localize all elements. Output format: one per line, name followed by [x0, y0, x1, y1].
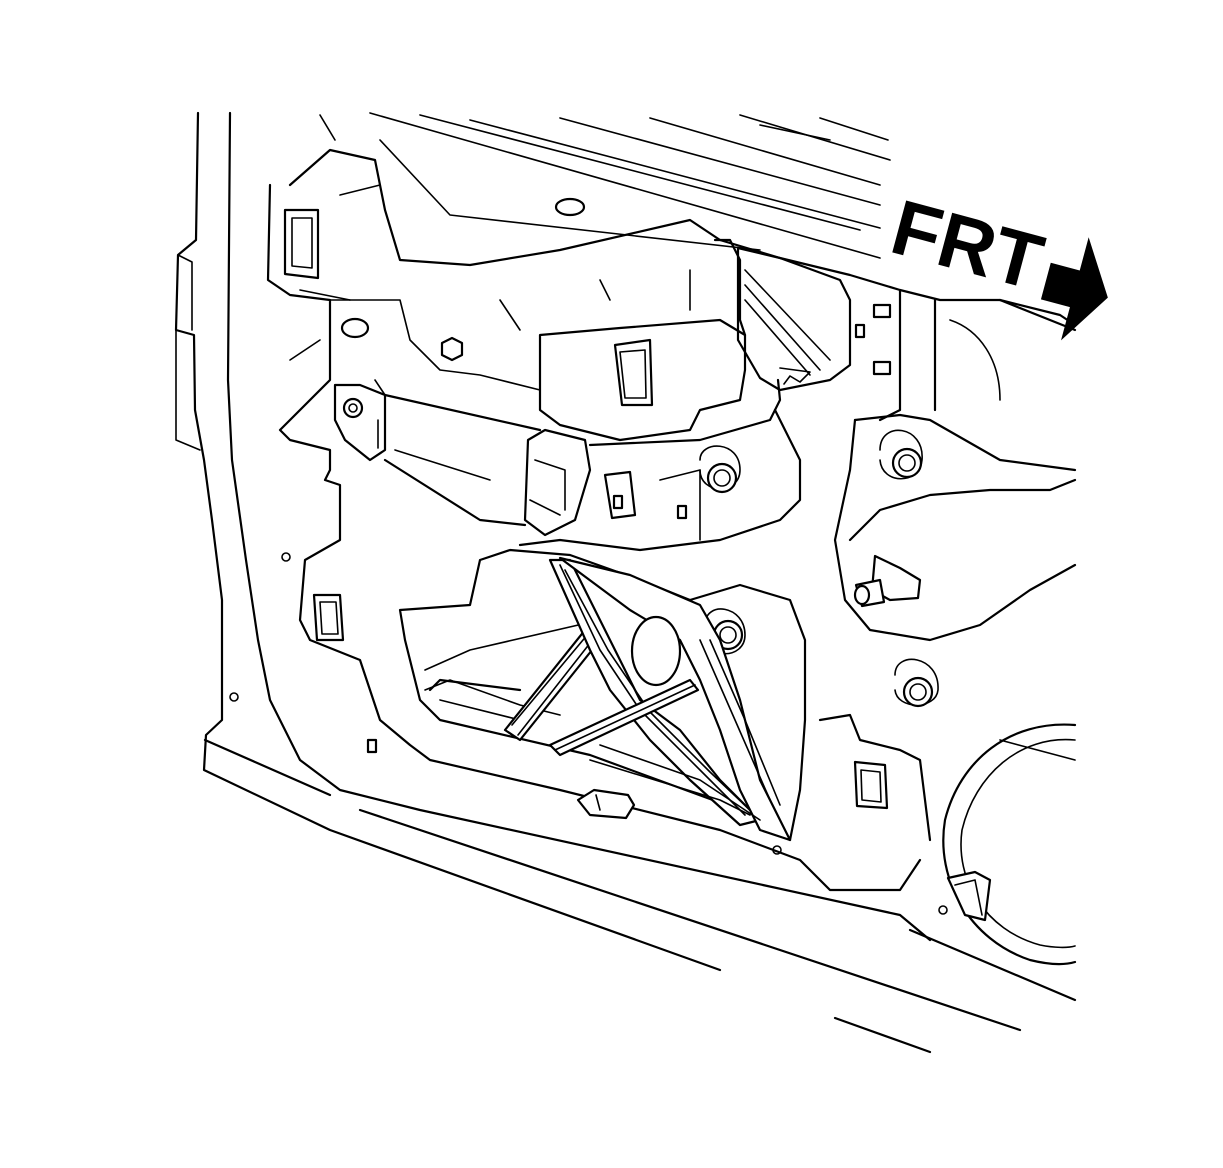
lower-slots: [312, 593, 932, 842]
grommet-lower-right: [894, 658, 939, 708]
door-outer-frame: [174, 111, 1022, 1054]
upper-cutouts: [283, 197, 586, 362]
grommet-upper-center: [699, 445, 741, 494]
front-direction-indicator: FRT: [883, 182, 1108, 341]
regulator-cavity: [398, 548, 807, 842]
grommet-upper-right: [879, 429, 923, 480]
upper-module: [538, 238, 747, 442]
door-latch-area: [833, 298, 1077, 642]
inner-panel: [266, 148, 1077, 892]
frt-label: FRT: [883, 182, 1052, 306]
right-arrow-icon: [1040, 237, 1108, 341]
upper-right-cavity: [736, 246, 902, 422]
speaker-opening: [908, 723, 1077, 1002]
grommet-holes: [229, 429, 948, 915]
window-glass-lines: [319, 112, 891, 259]
window-channel-bracket: [518, 378, 802, 552]
hinge-bracket: [333, 379, 542, 527]
